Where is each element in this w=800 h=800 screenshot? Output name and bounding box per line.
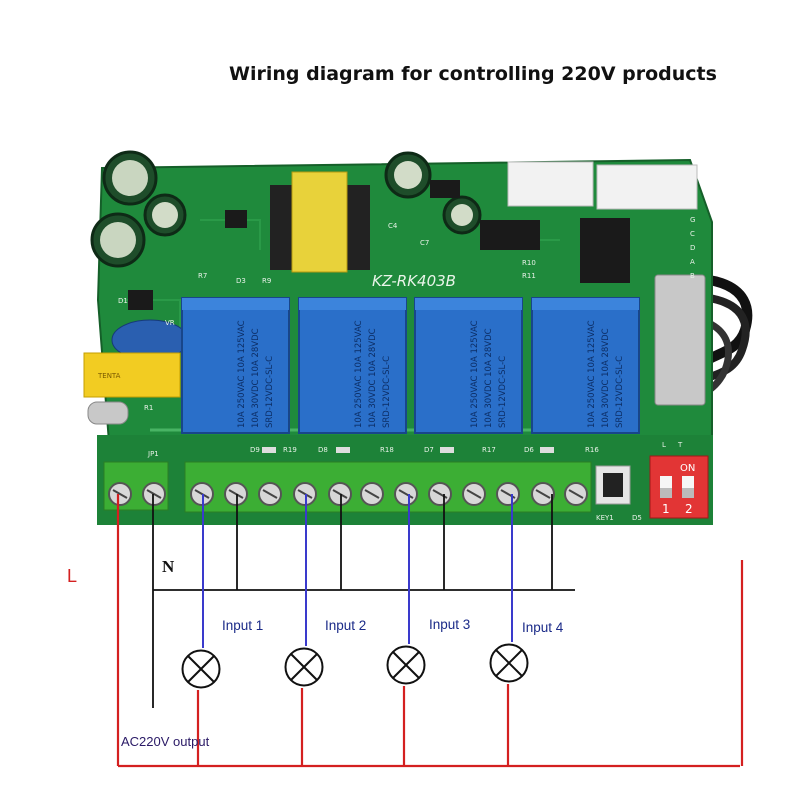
lamp-group	[181, 643, 529, 689]
ic-chips	[128, 180, 630, 310]
silkscreen-labels: D1 VR R1 D3 R9 R7 C4 C7 R10 R11 G C D A …	[118, 216, 695, 522]
board-model-label: KZ-RK403B	[372, 272, 456, 290]
relay-2-text-1: 10A 250VAC 10A 125VAC	[354, 320, 364, 428]
silk-vr: VR	[165, 319, 175, 327]
transformer	[270, 171, 370, 273]
silk-d1: D1	[118, 297, 128, 305]
capacitor-group	[90, 150, 482, 268]
silk-c: C	[690, 230, 695, 238]
live-label: L	[67, 566, 77, 586]
relay-group: 10A 250VAC 10A 125VAC 10A 30VDC 10A 28VDC…	[181, 297, 640, 434]
lamp-4-icon	[489, 643, 529, 683]
silk-b: B	[690, 272, 695, 280]
silk-r9: R9	[262, 277, 271, 285]
silk-g: G	[690, 216, 695, 224]
terminal-screw-slot-9	[398, 489, 414, 499]
silk-jp1: JP1	[147, 450, 159, 458]
input-2-label: Input 2	[325, 618, 366, 633]
silk-r7: R7	[198, 272, 207, 280]
silk-r10: R10	[522, 259, 536, 267]
silk-d9: D9	[250, 446, 260, 454]
dip-pos1-label: 1	[662, 502, 670, 516]
input-1-label: Input 1	[222, 618, 263, 633]
terminal-screw-slot-8	[364, 489, 380, 499]
reset-button	[595, 465, 631, 505]
silk-r19: R19	[283, 446, 297, 454]
status-leds	[262, 447, 554, 453]
lamp-1-icon	[181, 649, 221, 689]
relay-1-text-3: SRD-12VDC-SL-C	[265, 356, 275, 428]
silk-key1: KEY1	[596, 514, 614, 522]
neutral-label: N	[162, 557, 175, 576]
relay-3-text-2: 10A 30VDC 10A 28VDC	[484, 328, 494, 428]
diagram-title: Wiring diagram for controlling 220V prod…	[229, 63, 717, 85]
terminal-screw-slot-11	[466, 489, 482, 499]
relay-4-text-2: 10A 30VDC 10A 28VDC	[601, 328, 611, 428]
terminal-block-outputs	[184, 461, 592, 513]
dip-switch: ON 1 2	[649, 455, 709, 519]
silk-r18: R18	[380, 446, 394, 454]
terminal-screw-slot-5	[262, 489, 278, 499]
relay-3-text-1: 10A 250VAC 10A 125VAC	[470, 320, 480, 428]
relay-2: 10A 250VAC 10A 125VAC 10A 30VDC 10A 28VDC…	[298, 297, 407, 434]
header-connectors	[507, 161, 698, 210]
terminal-screw-slot-4	[228, 489, 244, 499]
capacitor-brand: TENTA	[97, 372, 121, 380]
lamp-2-icon	[284, 647, 324, 687]
dip-on-label: ON	[680, 463, 695, 474]
relay-4-text-3: SRD-12VDC-SL-C	[615, 356, 625, 428]
silk-r1: R1	[144, 404, 153, 412]
relay-4: 10A 250VAC 10A 125VAC 10A 30VDC 10A 28VDC…	[531, 297, 640, 434]
x-capacitor: TENTA	[83, 352, 181, 398]
terminal-screw-slot-2	[146, 489, 162, 499]
silk-d8: D8	[318, 446, 328, 454]
input-3-label: Input 3	[429, 617, 470, 632]
terminal-screw-slot-1	[112, 489, 128, 499]
relay-4-text-1: 10A 250VAC 10A 125VAC	[587, 320, 597, 428]
lamp-3-icon	[386, 645, 426, 685]
silk-l: L	[662, 441, 666, 449]
silk-r16: R16	[585, 446, 599, 454]
terminal-screw-slot-13	[535, 489, 551, 499]
relay-1: 10A 250VAC 10A 125VAC 10A 30VDC 10A 28VDC…	[181, 297, 290, 434]
relay-output-wiring	[202, 494, 513, 648]
silk-d3: D3	[236, 277, 246, 285]
silk-c4: C4	[388, 222, 398, 230]
relay-1-text-2: 10A 30VDC 10A 28VDC	[251, 328, 261, 428]
relay-3: 10A 250VAC 10A 125VAC 10A 30VDC 10A 28VDC…	[414, 297, 523, 434]
terminal-screw-slot-14	[568, 489, 584, 499]
relay-1-text-1: 10A 250VAC 10A 125VAC	[237, 320, 247, 428]
relay-2-text-2: 10A 30VDC 10A 28VDC	[368, 328, 378, 428]
silk-r17: R17	[482, 446, 496, 454]
silk-t: T	[677, 441, 683, 449]
silk-d6: D6	[524, 446, 534, 454]
silk-a: A	[690, 258, 695, 266]
neutral-wiring	[152, 494, 575, 708]
silk-d5: D5	[632, 514, 642, 522]
terminal-screw-slot-7	[332, 489, 348, 499]
resistor	[87, 401, 129, 425]
silk-d: D	[690, 244, 695, 252]
silk-c7: C7	[420, 239, 429, 247]
relay-2-text-3: SRD-12VDC-SL-C	[382, 356, 392, 428]
silk-r11: R11	[522, 272, 536, 280]
relay-3-text-3: SRD-12VDC-SL-C	[498, 356, 508, 428]
rf-module	[654, 274, 706, 406]
live-wiring	[116, 494, 744, 768]
dip-pos2-label: 2	[685, 502, 693, 516]
output-label: AC220V output	[121, 734, 210, 749]
input-4-label: Input 4	[522, 620, 564, 635]
silk-d7: D7	[424, 446, 434, 454]
